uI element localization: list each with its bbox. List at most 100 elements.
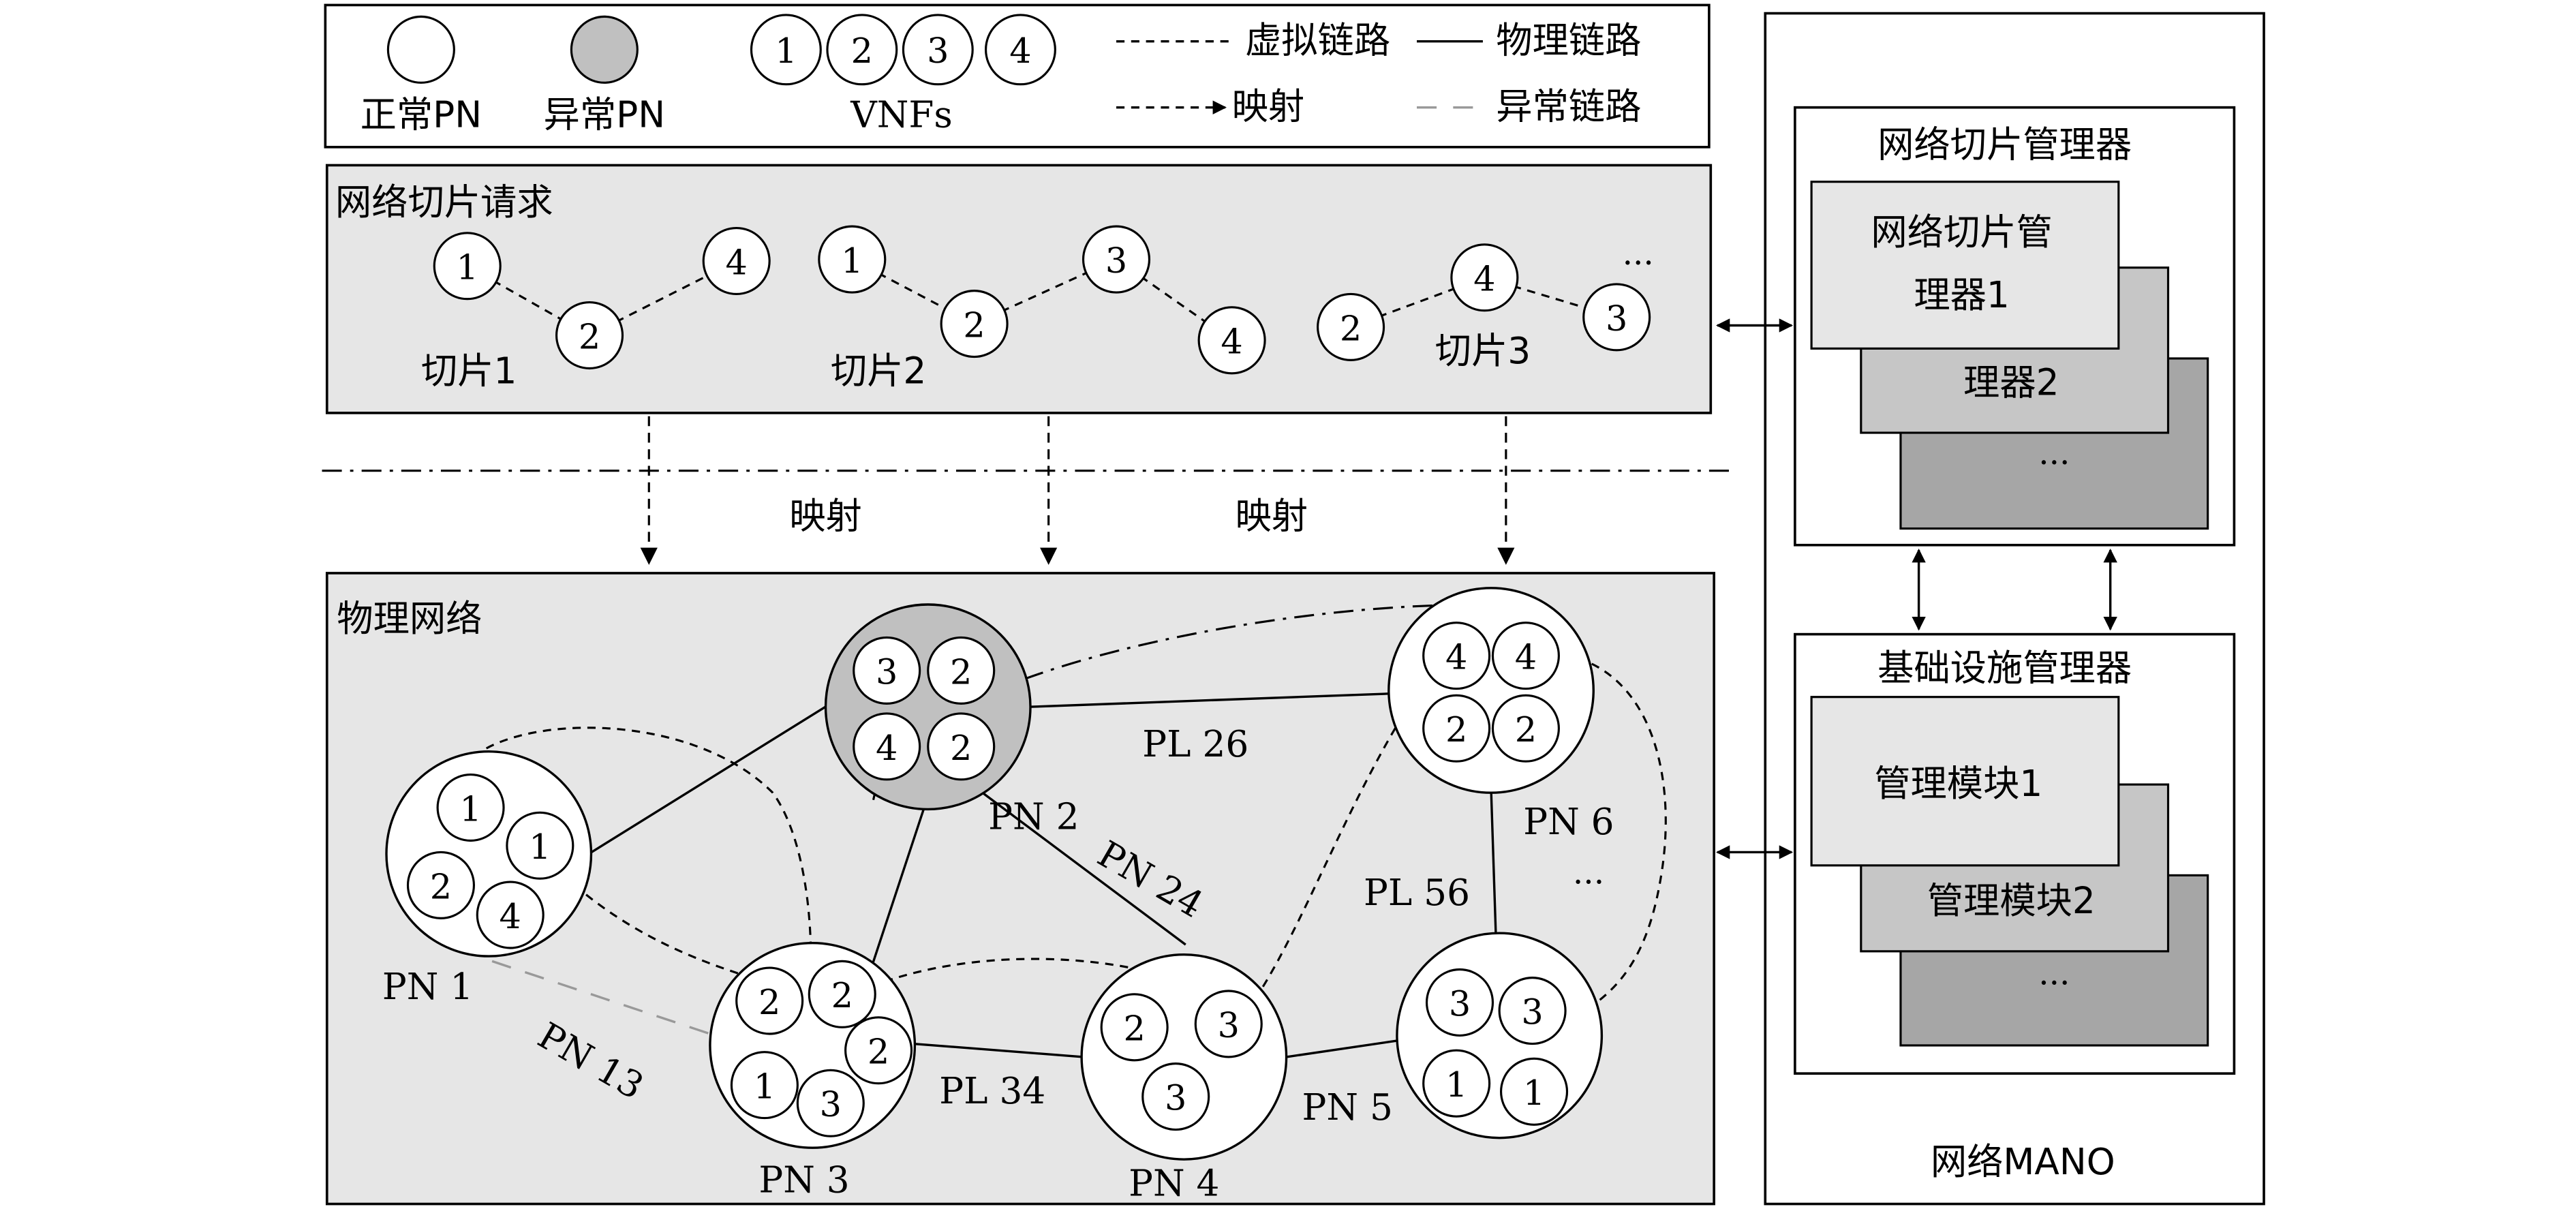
infra-manager-title: 基础设施管理器 bbox=[1877, 647, 2132, 689]
vnf-number: 4 bbox=[1445, 637, 1467, 677]
legend-virtual-link-label: 虚拟链路 bbox=[1245, 20, 1390, 62]
pn-label: PN 2 bbox=[988, 796, 1079, 838]
vnf-node bbox=[476, 881, 545, 949]
vnf-node bbox=[730, 1051, 799, 1120]
legend-vnfs-label: VNFs bbox=[850, 94, 952, 136]
legend-vnf-4-icon bbox=[985, 14, 1056, 86]
vnf-number: 4 bbox=[1473, 259, 1495, 299]
vnf-number: 2 bbox=[579, 316, 600, 356]
vnf-node bbox=[1141, 1062, 1210, 1131]
legend-vnf-2-number: 2 bbox=[851, 31, 873, 71]
slice-2: 1 2 3 4 切片2 bbox=[818, 225, 1266, 392]
physical-link bbox=[1028, 692, 1389, 708]
link-label: PN 5 bbox=[1302, 1086, 1393, 1129]
legend-abnormal-pn-label: 异常PN bbox=[544, 94, 666, 136]
legend-vnf-3-number: 3 bbox=[927, 31, 949, 71]
link-label: PL 26 bbox=[1142, 723, 1248, 765]
physical-link bbox=[981, 791, 1186, 946]
manager-card-2-label: 理器2 bbox=[1963, 361, 2059, 403]
mapping-section: 映射 映射 bbox=[322, 416, 1731, 565]
vnf-node bbox=[1500, 1057, 1569, 1126]
physical-link bbox=[1286, 1039, 1399, 1058]
vnf-node bbox=[927, 636, 996, 705]
vnf-node bbox=[1491, 622, 1560, 690]
physical-ellipsis: ... bbox=[1573, 854, 1604, 892]
vnf-node bbox=[853, 636, 921, 705]
vnf-number: 3 bbox=[820, 1084, 842, 1124]
physical-link bbox=[1490, 789, 1498, 942]
vnf-node bbox=[555, 301, 624, 370]
slice-manager-title: 网络切片管理器 bbox=[1877, 123, 2132, 166]
module-card-1 bbox=[1810, 696, 2120, 867]
vnf-node bbox=[433, 232, 502, 301]
mapping-label: 映射 bbox=[1235, 495, 1308, 538]
pn-label: PN 3 bbox=[758, 1159, 849, 1202]
vnf-node bbox=[940, 290, 1009, 358]
vnf-node bbox=[1422, 694, 1491, 763]
vnf-number: 1 bbox=[459, 789, 481, 829]
virtual-link bbox=[1548, 651, 1667, 1017]
legend-abnormal-pn-icon bbox=[570, 15, 639, 84]
pn-label: PN 4 bbox=[1129, 1162, 1219, 1204]
vnf-number: 2 bbox=[950, 728, 972, 768]
physical-network-title: 物理网络 bbox=[337, 598, 482, 640]
vnf-number: 1 bbox=[841, 241, 863, 281]
vnf-number: 4 bbox=[1515, 637, 1537, 677]
vnf-node bbox=[735, 966, 804, 1035]
slice-1-label: 切片1 bbox=[421, 350, 517, 392]
physical-node-pn5: 3 3 1 1 bbox=[1396, 932, 1604, 1139]
legend-vnf-4-number: 4 bbox=[1009, 31, 1031, 71]
vnf-number: 1 bbox=[529, 827, 551, 867]
mano-panel: 网络MANO 网络切片管理器 ... 理器2 网络切片管 理器1 基础设施管理器… bbox=[1715, 12, 2265, 1206]
pn-circle bbox=[1387, 587, 1595, 794]
vnf-number: 1 bbox=[754, 1067, 776, 1107]
manager-card-1-line2: 理器1 bbox=[1914, 274, 2010, 316]
pn-label: PN 6 bbox=[1523, 801, 1614, 843]
vnf-number: 4 bbox=[726, 242, 748, 282]
virtual-link bbox=[473, 726, 812, 955]
vnf-node bbox=[1498, 977, 1567, 1045]
vnf-node bbox=[702, 226, 771, 296]
link-label: PL 56 bbox=[1364, 872, 1470, 914]
module-card-3-label: ... bbox=[2038, 954, 2070, 992]
vnf-number: 1 bbox=[457, 247, 478, 288]
pn-label: PN 1 bbox=[382, 966, 473, 1008]
vnf-node bbox=[818, 225, 887, 294]
vnf-number: 2 bbox=[1340, 308, 1362, 348]
vnf-number: 3 bbox=[1218, 1005, 1240, 1045]
module-card-1-label: 管理模块1 bbox=[1874, 763, 2042, 805]
physical-link bbox=[585, 702, 831, 857]
vnf-node bbox=[1450, 243, 1519, 312]
vnf-number: 4 bbox=[876, 728, 898, 768]
vnf-number: 3 bbox=[876, 652, 898, 692]
vnf-node bbox=[808, 960, 876, 1028]
mapping-label: 映射 bbox=[789, 495, 862, 538]
vnf-number: 2 bbox=[868, 1032, 889, 1072]
vnf-node bbox=[406, 851, 475, 919]
physical-link bbox=[870, 806, 926, 967]
virtual-link bbox=[574, 884, 742, 976]
physical-node-pn4: 2 3 3 PN 4 bbox=[1080, 953, 1288, 1204]
vnf-node bbox=[1491, 694, 1560, 763]
manager-card-3-label: ... bbox=[2038, 434, 2070, 472]
vnf-number: 3 bbox=[1521, 992, 1543, 1032]
physical-node-pn1: 1 1 2 4 PN 1 bbox=[382, 750, 593, 1008]
pn-circle-abnormal bbox=[824, 603, 1032, 811]
legend: 正常PN 异常PN 1 2 3 4 VNFs 虚拟链路 物理链路 映射 异常链路 bbox=[324, 3, 1711, 149]
legend-abnormal-link-label: 异常链路 bbox=[1496, 86, 1641, 128]
legend-vnf-2-icon bbox=[826, 14, 898, 86]
vnf-number: 3 bbox=[1165, 1077, 1186, 1118]
vnf-number: 4 bbox=[1221, 322, 1242, 362]
manager-card-1 bbox=[1810, 181, 2120, 350]
slice-request-panel: 网络切片请求 1 2 4 切片1 1 2 3 4 切片2 bbox=[325, 164, 1713, 414]
vnf-node bbox=[844, 1016, 913, 1085]
vnf-node bbox=[1425, 968, 1494, 1037]
link-label: PL 34 bbox=[939, 1070, 1045, 1112]
vnf-node bbox=[1582, 283, 1651, 352]
manager-card-1-line1: 网络切片管 bbox=[1871, 211, 2052, 254]
vnf-node bbox=[1317, 292, 1385, 361]
physical-link bbox=[913, 1042, 1084, 1058]
slice-manager: 网络切片管理器 ... 理器2 网络切片管 理器1 bbox=[1794, 106, 2236, 547]
pn-circle bbox=[1396, 932, 1604, 1139]
